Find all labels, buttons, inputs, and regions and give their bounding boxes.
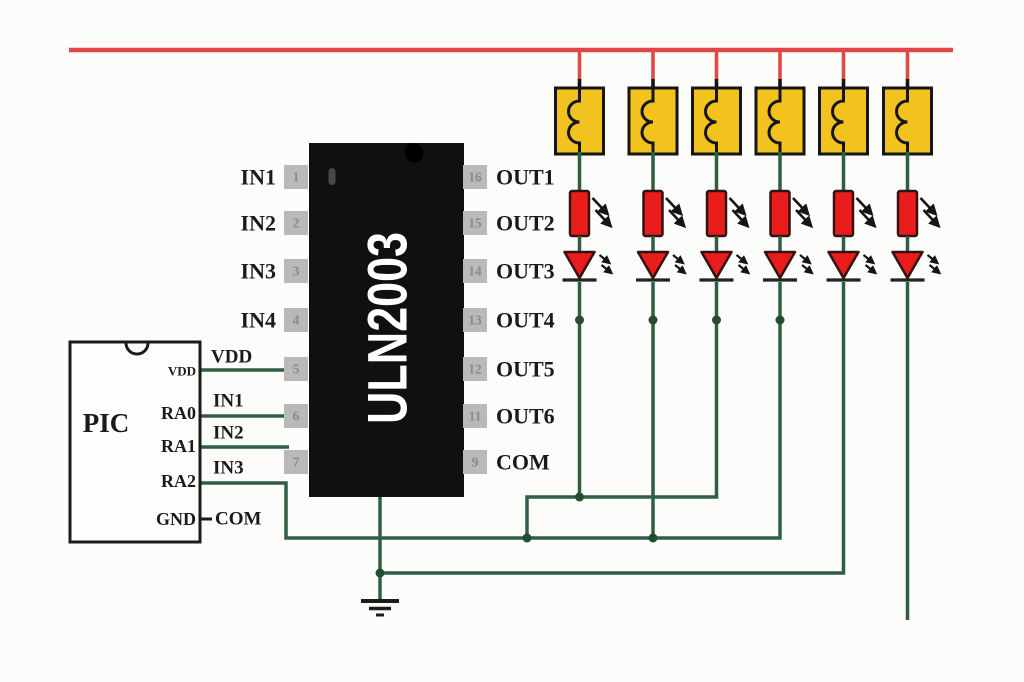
junction-dot (375, 568, 385, 578)
output-channel-2 (629, 50, 685, 280)
channel5-ground-wire (380, 282, 846, 575)
ground-symbol (361, 599, 399, 617)
junction-dot (522, 533, 532, 543)
junction-dot (775, 315, 785, 325)
pin-box-15 (463, 211, 487, 235)
pin-box-1 (284, 165, 308, 189)
pic-mcu: PIC VDD RA0 RA1 RA2 GND (68, 340, 202, 544)
pin-number-5: 5 (293, 362, 300, 377)
pic-body (68, 340, 202, 544)
pin-number-15: 15 (468, 216, 482, 231)
label-out4: OUT4 (496, 308, 555, 333)
pin-box-4 (284, 308, 308, 332)
pic-pin-vdd: VDD (168, 364, 196, 379)
junction-dot (648, 315, 658, 325)
net-label-in1: IN1 (213, 391, 244, 412)
pin-number-16: 16 (468, 170, 482, 185)
label-in4: IN4 (241, 308, 276, 333)
pin-box-11 (463, 404, 487, 428)
output-channel-6 (884, 50, 940, 280)
pin-number-7: 7 (293, 455, 300, 470)
pic-pin-ra0: RA0 (161, 403, 196, 423)
pin-box-13 (463, 308, 487, 332)
channel4-ra2-wire (200, 282, 782, 540)
pin-number-12: 12 (468, 362, 482, 377)
junction-dots (375, 315, 785, 578)
ic-part-number: ULN2003 (356, 232, 419, 424)
pin-number-13: 13 (468, 313, 482, 328)
label-out5: OUT5 (496, 357, 555, 382)
pic-notch (124, 342, 150, 356)
ic-body (309, 143, 464, 497)
label-in2: IN2 (241, 211, 276, 236)
ic-input-labels: IN1 IN2 IN3 IN4 (241, 165, 276, 333)
net-label-vdd: VDD (211, 347, 252, 368)
pin-number-1: 1 (293, 170, 300, 185)
net-label-com: COM (215, 509, 262, 530)
pin-number-14: 14 (468, 264, 482, 279)
junction-dot (575, 315, 584, 325)
pin-number-2: 2 (293, 216, 300, 231)
pin-box-2 (284, 211, 308, 235)
pin-number-4: 4 (293, 313, 300, 328)
output-channel-4 (756, 50, 812, 280)
ic-pin1-mark (328, 168, 336, 185)
label-out6: OUT6 (496, 404, 555, 429)
label-out1: OUT1 (496, 165, 555, 190)
label-out2: OUT2 (496, 211, 555, 236)
pic-pin-ra1: RA1 (161, 436, 196, 456)
ic-right-pins: 16 15 14 13 12 11 9 (463, 165, 487, 474)
pic-pin-ra2: RA2 (161, 471, 196, 491)
pin-box-6 (284, 404, 308, 428)
pic-pin-gnd: GND (156, 509, 196, 529)
label-com: COM (496, 450, 550, 475)
output-channel-1 (556, 50, 612, 280)
label-in3: IN3 (241, 259, 276, 284)
pin-box-3 (284, 259, 308, 283)
net-label-in3: IN3 (213, 458, 244, 479)
pin-box-5 (284, 357, 308, 381)
pin-box-12 (463, 357, 487, 381)
label-in1: IN1 (241, 165, 276, 190)
pin-number-3: 3 (293, 264, 300, 279)
pin-box-14 (463, 259, 487, 283)
output-channel-5 (820, 50, 876, 280)
junction-dot (712, 315, 721, 325)
pin-number-9: 9 (472, 455, 479, 470)
junction-dot (575, 492, 584, 502)
pin-box-16 (463, 165, 487, 189)
label-out3: OUT3 (496, 259, 555, 284)
ic-output-labels: OUT1 OUT2 OUT3 OUT4 OUT5 OUT6 COM (496, 165, 555, 475)
output-channel-3 (693, 50, 749, 280)
ic-notch-dot (404, 143, 424, 163)
channel3-return-wire (525, 282, 719, 538)
interconnect-wires (200, 282, 910, 620)
net-label-in2: IN2 (213, 423, 244, 444)
pin-number-11: 11 (469, 409, 482, 424)
uln2003-ic: ULN2003 (309, 143, 464, 497)
net-labels: VDD IN1 IN2 IN3 COM (201, 347, 262, 530)
junction-dot (648, 533, 658, 543)
pin-box-7 (284, 450, 308, 474)
ic-left-pins: 1 2 3 4 5 6 7 (284, 165, 308, 474)
pic-label: PIC (83, 408, 130, 438)
pin-number-6: 6 (293, 409, 300, 424)
pin-box-9 (463, 450, 487, 474)
